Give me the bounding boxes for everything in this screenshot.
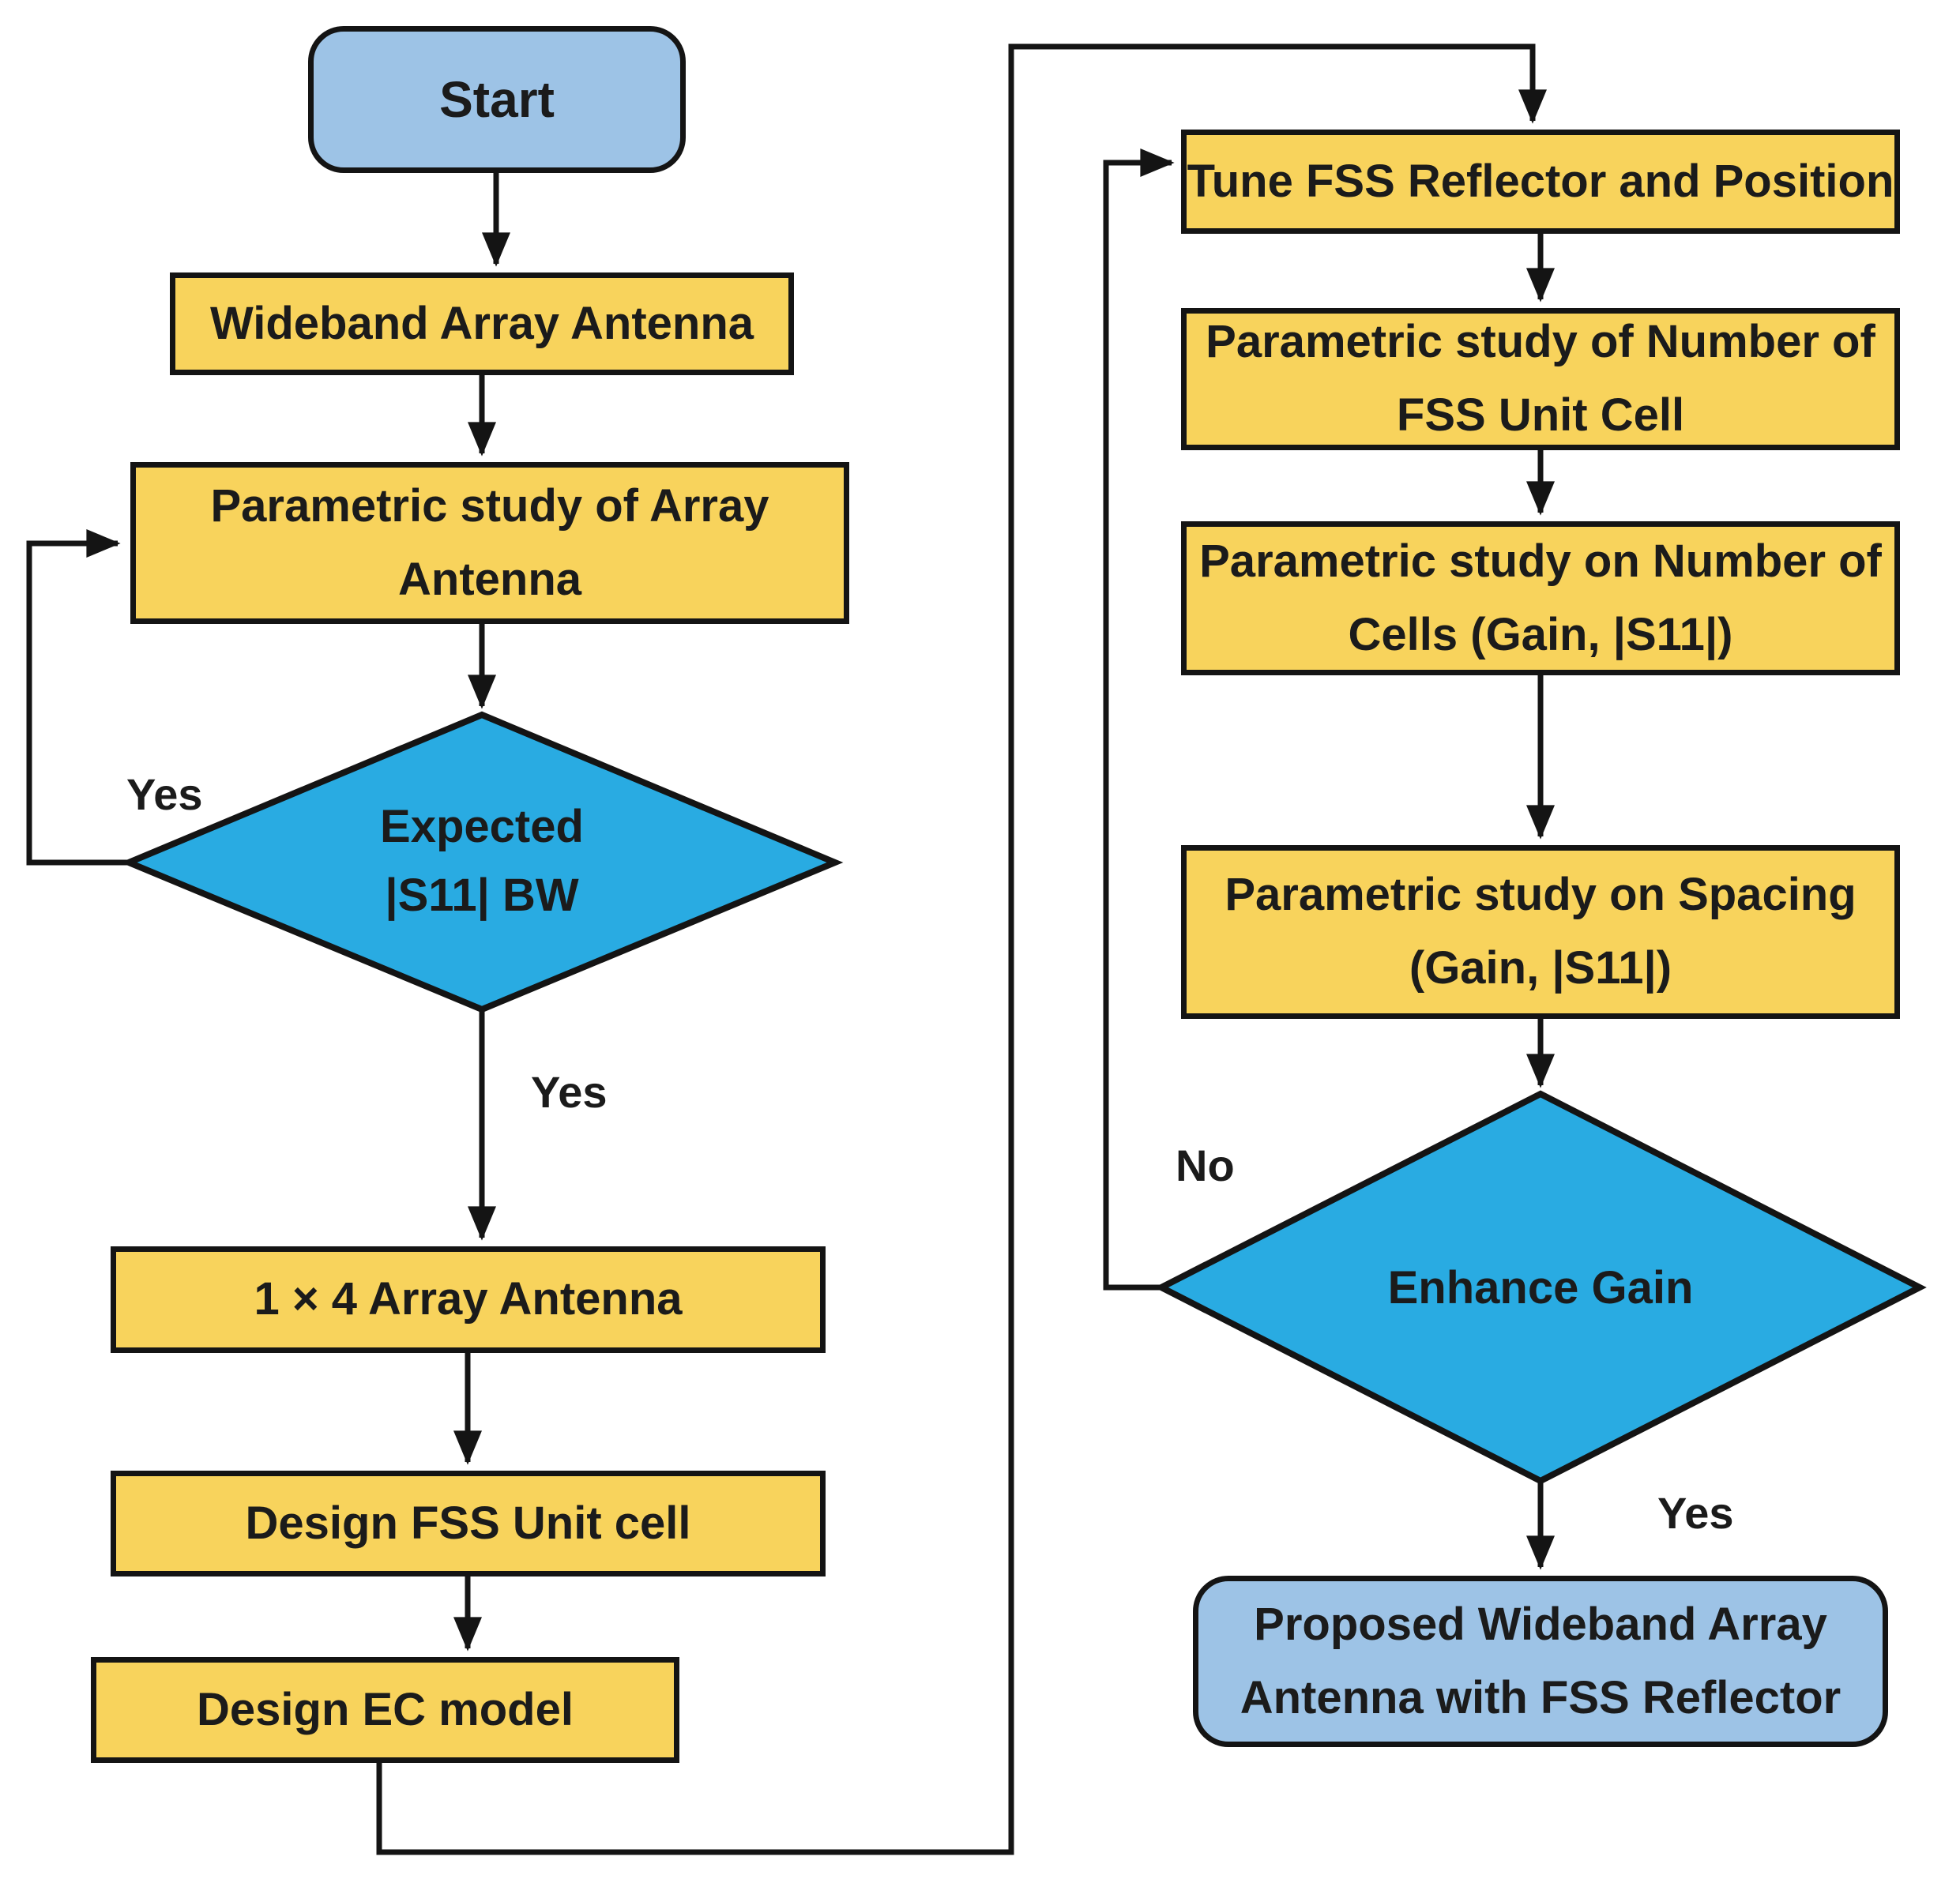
proposed-line1: Proposed Wideband Array (1254, 1598, 1827, 1650)
param-spacing-line1: Parametric study on Spacing (1225, 869, 1857, 921)
design-ec-model-box: Design EC model (91, 1657, 679, 1763)
connector-no-loop (1103, 148, 1175, 1291)
decision-expected-s11-label: Expected |S11| BW (245, 762, 719, 960)
parametric-study-number-cells-box: Parametric study on Number of Cells (Gai… (1181, 521, 1900, 675)
parametric-study-fss-unit-cell-box: Parametric study of Number of FSS Unit C… (1181, 308, 1900, 450)
param-fss-unit-line2: FSS Unit Cell (1396, 389, 1685, 441)
param-cells-line2: Cells (Gain, |S11|) (1348, 608, 1733, 660)
start-label: Start (439, 70, 555, 128)
wideband-label: Wideband Array Antenna (209, 297, 754, 349)
yes-loop-label: Yes (126, 769, 203, 819)
param-fss-unit-line1: Parametric study of Number of (1206, 316, 1875, 368)
no-loop-label: No (1176, 1141, 1235, 1190)
wideband-array-antenna-box: Wideband Array Antenna (170, 272, 794, 375)
design-fss-unit-cell-box: Design FSS Unit cell (111, 1471, 826, 1576)
proposed-antenna-terminal: Proposed Wideband Array Antenna with FSS… (1193, 1576, 1888, 1747)
connector-ec-to-tune (376, 43, 1547, 1855)
parametric-study-array-box: Parametric study of Array Antenna (130, 462, 849, 624)
expected-line1: Expected (380, 801, 584, 852)
parametric-study-spacing-box: Parametric study on Spacing (Gain, |S11|… (1181, 845, 1900, 1019)
decision-enhance-gain-label: Enhance Gain (1304, 1240, 1778, 1335)
yes-down-label: Yes (531, 1067, 608, 1117)
array-1x4-label: 1 × 4 Array Antenna (254, 1273, 683, 1325)
tune-fss-reflector-box: Tune FSS Reflector and Position (1181, 130, 1900, 234)
expected-line2: |S11| BW (385, 870, 579, 921)
design-fss-label: Design FSS Unit cell (245, 1497, 691, 1549)
yes-final-label: Yes (1657, 1488, 1734, 1538)
proposed-line2: Antenna with FSS Reflector (1240, 1671, 1841, 1723)
param-array-line1: Parametric study of Array (210, 479, 769, 532)
param-cells-line1: Parametric study on Number of (1199, 535, 1882, 587)
tune-label: Tune FSS Reflector and Position (1187, 155, 1894, 207)
array-1x4-box: 1 × 4 Array Antenna (111, 1246, 826, 1353)
param-array-line2: Antenna (398, 553, 581, 605)
enhance-gain-text: Enhance Gain (1387, 1261, 1694, 1313)
connector-yes-loop (26, 529, 129, 866)
design-ec-label: Design EC model (197, 1683, 574, 1735)
start-terminal: Start (308, 26, 686, 173)
param-spacing-line2: (Gain, |S11|) (1409, 942, 1672, 994)
